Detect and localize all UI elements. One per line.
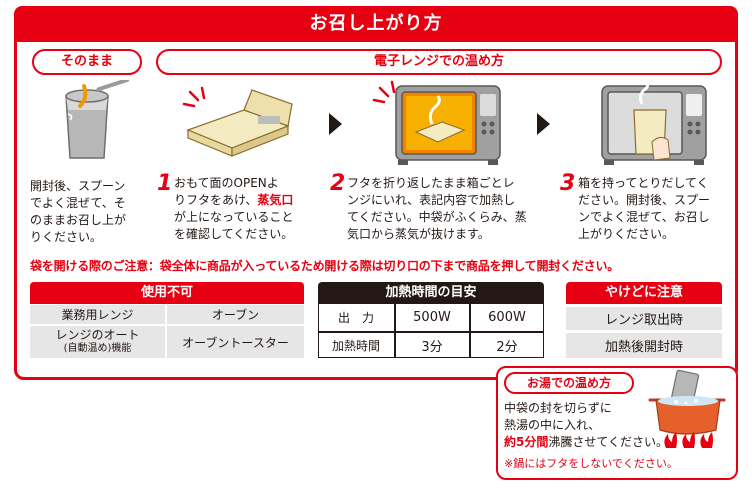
step-number: 2 <box>330 171 346 196</box>
step-3-text: 箱を持ってとりだしてく ださい。開封後、スプー ンでよく混ぜて、お召し 上がりく… <box>578 176 711 241</box>
page-title: お召し上がり方 <box>14 6 738 42</box>
table-divider <box>469 304 471 357</box>
prohibited-cell: オーブントースター <box>167 326 304 358</box>
heating-500w: 500W <box>413 310 451 325</box>
microwave-remove-icon <box>601 80 707 165</box>
heating-500w-time: 3分 <box>421 339 443 355</box>
hot-water-text: 中袋の封を切らずに 熱湯の中に入れ、 約5分間沸騰させてください。 <box>504 401 669 449</box>
step-1-text: おもて面のOPENよ りフタをあけ、蒸気口 が上になっていること を確認してくだ… <box>174 176 294 241</box>
heating-time-label: 加熱時間 <box>331 338 380 353</box>
boil-time-highlight: 約5分間 <box>504 435 549 449</box>
step-number: 1 <box>157 171 173 196</box>
step-arrow-icon <box>329 113 342 135</box>
step-arrow-icon <box>537 113 550 135</box>
table-divider <box>394 304 396 357</box>
burn-item: 加熱後開封時 <box>566 333 722 358</box>
prohibited-cell: レンジのオート (自動温め)機能 <box>30 326 165 358</box>
step-number: 3 <box>560 171 576 196</box>
sonomama-text: 開封後、スプーン でよく混ぜて、そ のままお召し上が りください。 <box>30 179 127 244</box>
burn-item: レンジ取出時 <box>566 307 722 330</box>
heating-output-label: 出 力 <box>337 311 374 325</box>
label-hot-water: お湯での温め方 <box>504 372 634 394</box>
prohibited-header: 使用不可 <box>30 282 304 304</box>
burn-caution-table: やけどに注意 レンジ取出時 加熱後開封時 <box>566 282 722 358</box>
heating-600w: 600W <box>488 310 526 325</box>
pouch-spoon-icon <box>65 80 130 159</box>
heating-header: 加熱時間の目安 <box>318 282 544 304</box>
prohibited-cell: オーブン <box>167 305 304 324</box>
prohibited-cell: 業務用レンジ <box>30 305 165 324</box>
steam-vent-highlight: 蒸気口 <box>257 193 294 207</box>
opening-notice: 袋を開ける際のご注意：袋全体に商品が入っているため開ける際は切り口の下まで商品を… <box>30 259 620 273</box>
step-2-text: フタを折り返したまま箱ごとレ ンジにいれ、表記内容で加熱し てください。中袋がふ… <box>347 176 527 241</box>
prohibited-table: 使用不可 業務用レンジ オーブン レンジのオート (自動温め)機能 オーブントー… <box>30 282 304 358</box>
heating-600w-time: 2分 <box>496 339 518 355</box>
burn-header: やけどに注意 <box>566 282 722 304</box>
microwave-box-icon <box>372 80 501 165</box>
label-microwave: 電子レンジでの温め方 <box>156 49 722 75</box>
open-box-icon <box>182 86 293 157</box>
boiling-pot-icon <box>648 369 726 448</box>
table-divider <box>319 331 543 333</box>
heating-time-table: 加熱時間の目安 出 力 500W 600W 加熱時間 3分 2分 <box>318 282 544 358</box>
label-sonomama: そのまま <box>32 49 142 75</box>
hot-water-warning: ※鍋にはフタをしないでください。 <box>504 457 678 470</box>
